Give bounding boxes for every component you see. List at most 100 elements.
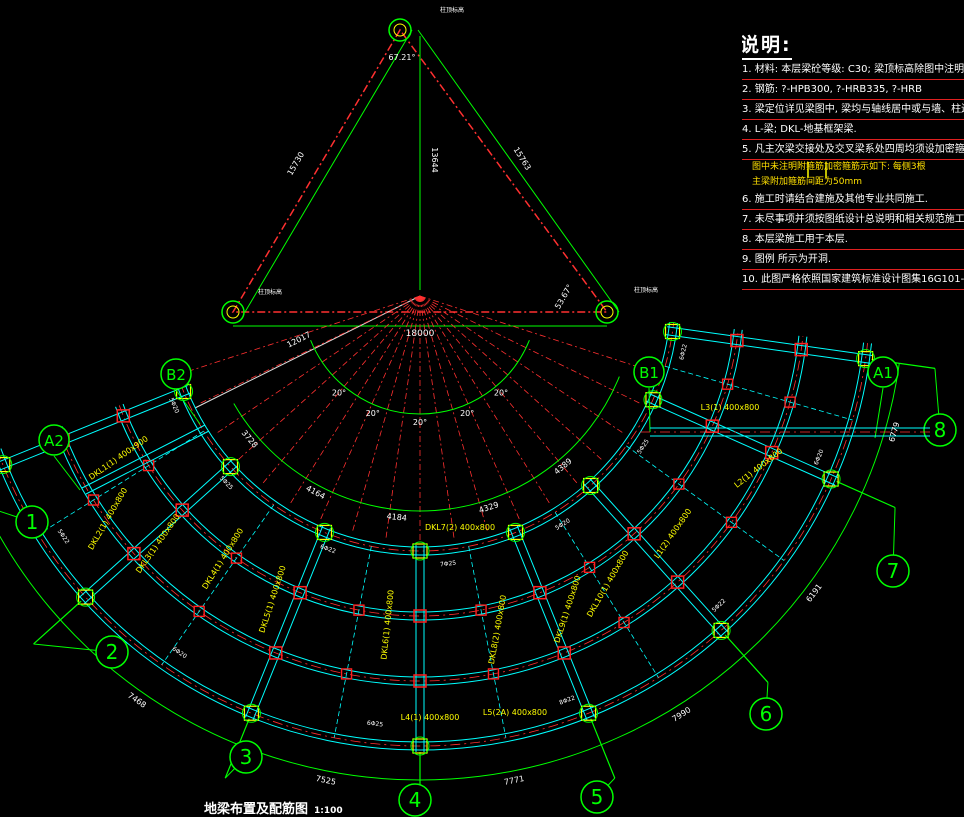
caption-scale: 1:100 bbox=[314, 806, 343, 816]
note-item: 5. 凡主次梁交接处及交叉梁系处四周均须设加密箍筋, bbox=[742, 140, 964, 160]
beam-label: L2(1) 400x800 bbox=[733, 446, 785, 489]
axis-leader bbox=[53, 455, 81, 491]
axis-bubble bbox=[15, 505, 49, 539]
axis-label: 6 bbox=[760, 702, 773, 726]
fan-line bbox=[186, 295, 421, 373]
joint-box bbox=[730, 333, 744, 348]
axis-bubble bbox=[749, 697, 783, 731]
fan-line bbox=[419, 295, 603, 461]
axis-line bbox=[33, 600, 82, 645]
right-angle: 53.67° bbox=[553, 283, 574, 311]
joint-box bbox=[269, 646, 283, 660]
outer-dim: 6191 bbox=[804, 582, 823, 604]
beam-label: DKL7(2) 400x800 bbox=[425, 523, 495, 532]
note-item: 10. 此图严格依照国家建筑标准设计图集16G101-1执行. bbox=[742, 270, 964, 290]
radial-beam-edge bbox=[78, 459, 233, 599]
column-ring bbox=[410, 541, 430, 561]
axis-label: 5 bbox=[591, 785, 604, 809]
beam-label: DKL2(1) 400x800 bbox=[86, 486, 129, 551]
beam-ring-edge bbox=[0, 343, 873, 751]
axis-label: 4 bbox=[409, 788, 422, 812]
axis-bubble bbox=[398, 783, 432, 817]
beam-label: L5(2A) 400x800 bbox=[483, 708, 547, 717]
column-ring bbox=[663, 321, 683, 341]
dim-left-side: 15730 bbox=[286, 150, 307, 177]
secondary-beam bbox=[665, 365, 853, 421]
note-sub-2: 主梁附加箍筋间距为50mm bbox=[752, 177, 862, 187]
axis-line bbox=[590, 718, 616, 779]
secondary-beam bbox=[626, 445, 785, 561]
secondary-beam bbox=[468, 546, 507, 738]
left-note: 柱顶标高 bbox=[258, 288, 282, 296]
axis-label: 7 bbox=[887, 559, 900, 583]
joint-box bbox=[557, 646, 571, 660]
axis-label: 8 bbox=[934, 418, 947, 442]
beam-label: L4(1) 400x800 bbox=[401, 713, 460, 722]
bar-tag: 6Φ25 bbox=[367, 720, 384, 729]
joint-box bbox=[413, 609, 427, 623]
bar-tag: 7Φ25 bbox=[440, 560, 457, 569]
legend-hatch-group bbox=[807, 162, 827, 178]
dim-right-side: 15763 bbox=[512, 145, 533, 171]
notes-title: 说明: bbox=[742, 30, 792, 60]
column-box bbox=[823, 471, 839, 487]
joint-box bbox=[293, 585, 307, 600]
column-ring bbox=[856, 349, 876, 369]
axis-bubble bbox=[633, 356, 665, 388]
triangle-dim-right bbox=[417, 29, 620, 313]
bar-tag: 5Φ25 bbox=[636, 438, 651, 455]
joint-box bbox=[784, 396, 796, 408]
apex-column-ring bbox=[388, 18, 412, 42]
column-ring bbox=[220, 457, 240, 477]
joint-box bbox=[705, 419, 720, 433]
bar-tag: 8Φ22 bbox=[558, 694, 576, 706]
axis-bubble bbox=[580, 780, 614, 814]
fan-line bbox=[352, 295, 421, 532]
axis-bubble bbox=[229, 740, 263, 774]
radius-leader bbox=[194, 295, 421, 409]
note-item: 6. 施工时请结合建施及其他专业共同施工. bbox=[742, 190, 964, 210]
beam-ring-axis bbox=[57, 336, 804, 682]
radial-beam-edge bbox=[245, 525, 324, 718]
apex-angle: 67.21° bbox=[389, 53, 416, 62]
axis-bubble bbox=[160, 358, 192, 390]
joint-box bbox=[487, 668, 500, 680]
right-column-ring bbox=[595, 300, 619, 324]
column-ring bbox=[241, 703, 261, 723]
dim-radius: 12017 bbox=[285, 330, 312, 350]
column-box bbox=[243, 705, 260, 721]
fan-line bbox=[419, 295, 488, 532]
joint-box bbox=[533, 585, 547, 600]
joint-box bbox=[627, 527, 641, 541]
column-box bbox=[222, 459, 239, 475]
joint-box bbox=[193, 605, 205, 618]
axis-label: A2 bbox=[44, 432, 64, 450]
joint-box bbox=[475, 604, 487, 616]
column-ring bbox=[643, 390, 663, 410]
note-item: 2. 钢筋: ?-HPB300, ?-HRB335, ?-HRB bbox=[742, 80, 964, 100]
column-box bbox=[77, 589, 94, 605]
left-column-ring bbox=[221, 300, 245, 324]
column-box bbox=[645, 392, 661, 408]
secondary-beam bbox=[161, 504, 275, 665]
axis-label: 3 bbox=[240, 745, 253, 769]
column-box bbox=[580, 705, 597, 721]
right-column-core bbox=[600, 305, 614, 319]
column-ring bbox=[314, 522, 334, 542]
joint-box bbox=[87, 494, 100, 506]
beam-ring-axis bbox=[118, 329, 739, 617]
note-item: 7. 未尽事项并须按图纸设计总说明和相关规范施工. bbox=[742, 210, 964, 230]
joint-box bbox=[725, 516, 738, 528]
bar-tag: 6Φ22 bbox=[679, 343, 689, 360]
middle-dim: 4164 bbox=[304, 484, 326, 502]
bar-tag: 6Φ20 bbox=[171, 645, 188, 660]
joint-box bbox=[670, 575, 685, 589]
outer-dim-arc bbox=[0, 363, 900, 781]
column-box bbox=[507, 524, 524, 541]
bar-tag: 5Φ20 bbox=[554, 517, 572, 532]
fan-line bbox=[419, 295, 551, 504]
beam-label: DKL4(1) 400x800 bbox=[200, 527, 245, 591]
apex-note: 柱顶标高 bbox=[440, 6, 464, 14]
